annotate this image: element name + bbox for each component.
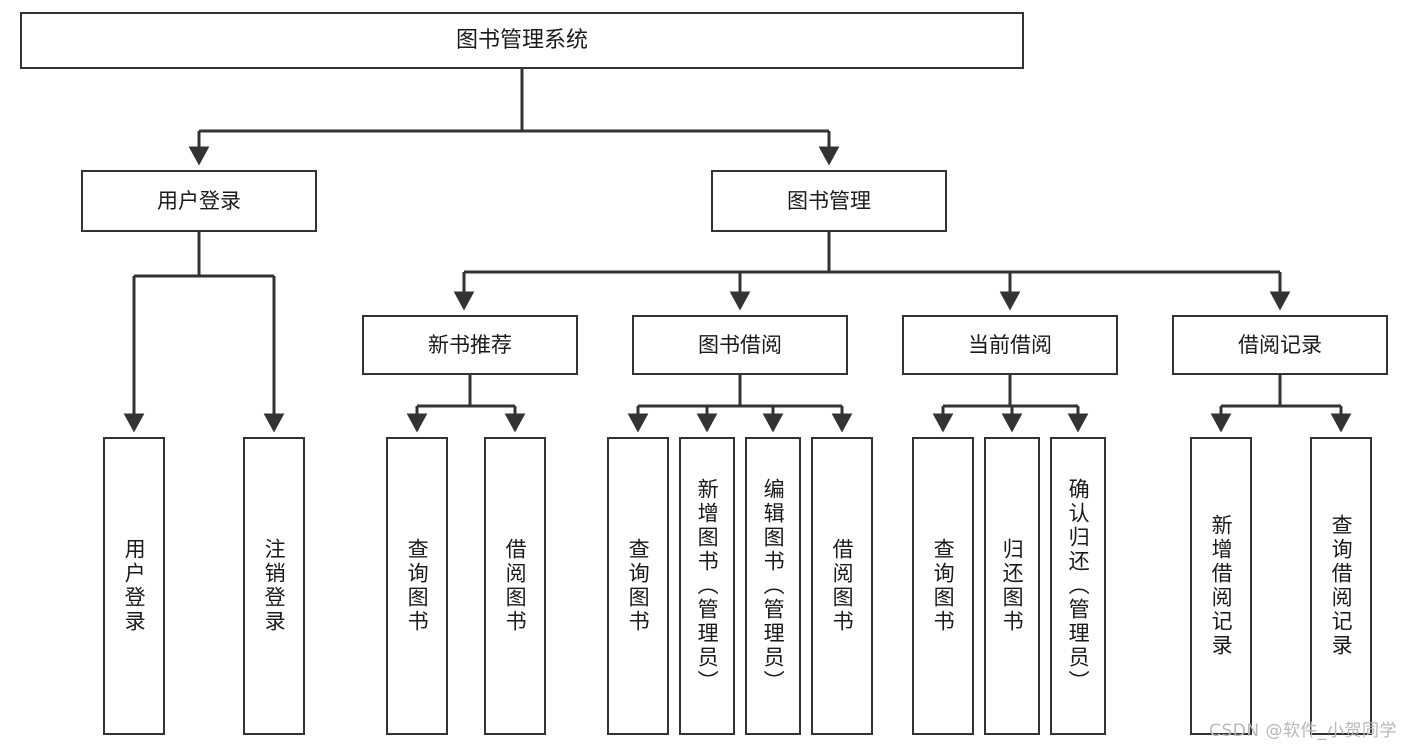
node-leaf-new-1[interactable]: 查询图书 xyxy=(386,437,448,735)
node-label: 归还图书 xyxy=(1000,538,1025,634)
node-leaf-borrow-3[interactable]: 编辑图书（管理员） xyxy=(745,437,801,735)
node-label: 查询借阅记录 xyxy=(1329,514,1354,658)
node-current[interactable]: 当前借阅 xyxy=(902,315,1118,375)
node-leaf-borrow-1[interactable]: 查询图书 xyxy=(607,437,669,735)
node-leaf-new-2[interactable]: 借阅图书 xyxy=(484,437,546,735)
node-leaf-cur-1[interactable]: 查询图书 xyxy=(912,437,974,735)
node-label: 图书管理系统 xyxy=(455,27,588,53)
node-label: 用户登录 xyxy=(122,538,147,634)
node-label: 图书借阅 xyxy=(698,332,782,357)
node-root[interactable]: 图书管理系统 xyxy=(20,12,1024,69)
node-newbook[interactable]: 新书推荐 xyxy=(362,315,578,375)
node-label: 编辑图书（管理员） xyxy=(761,478,786,694)
node-label: 图书管理 xyxy=(787,188,871,213)
node-label: 新增图书（管理员） xyxy=(695,478,720,694)
node-bookmgmt[interactable]: 图书管理 xyxy=(711,170,947,232)
node-label: 用户登录 xyxy=(157,188,241,213)
node-leaf-cur-3[interactable]: 确认归还（管理员） xyxy=(1050,437,1106,735)
node-leaf-login-1[interactable]: 用户登录 xyxy=(103,437,165,735)
node-records[interactable]: 借阅记录 xyxy=(1172,315,1388,375)
node-leaf-borrow-4[interactable]: 借阅图书 xyxy=(811,437,873,735)
node-leaf-rec-2[interactable]: 查询借阅记录 xyxy=(1310,437,1372,735)
node-borrow[interactable]: 图书借阅 xyxy=(632,315,848,375)
node-label: 确认归还（管理员） xyxy=(1066,478,1091,694)
node-leaf-borrow-2[interactable]: 新增图书（管理员） xyxy=(679,437,735,735)
node-label: 查询图书 xyxy=(626,538,651,634)
node-label: 借阅记录 xyxy=(1238,332,1322,357)
node-login[interactable]: 用户登录 xyxy=(81,170,317,232)
csdn-watermark: CSDN @软件_小贺同学 xyxy=(1209,721,1397,741)
node-label: 查询图书 xyxy=(931,538,956,634)
node-label: 借阅图书 xyxy=(830,538,855,634)
node-label: 查询图书 xyxy=(405,538,430,634)
node-label: 当前借阅 xyxy=(968,332,1052,357)
node-label: 借阅图书 xyxy=(503,538,528,634)
node-leaf-login-2[interactable]: 注销登录 xyxy=(243,437,305,735)
node-label: 注销登录 xyxy=(262,538,287,634)
node-label: 新增借阅记录 xyxy=(1209,514,1234,658)
node-label: 新书推荐 xyxy=(428,332,512,357)
node-leaf-rec-1[interactable]: 新增借阅记录 xyxy=(1190,437,1252,735)
node-leaf-cur-2[interactable]: 归还图书 xyxy=(984,437,1040,735)
